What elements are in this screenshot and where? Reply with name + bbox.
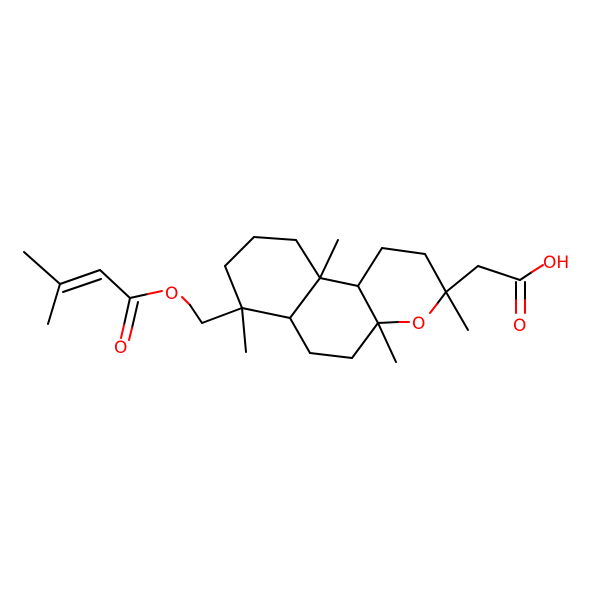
bond-vinyl-carbonyl (99, 269, 131, 299)
bond-acid-c-oh (519, 271, 533, 281)
bond-ring-a-1 (224, 265, 243, 309)
bond-ring-b-4 (357, 285, 379, 324)
bond-ring-a-3 (253, 236, 297, 241)
bond-methyl-c3 (445, 291, 469, 331)
bond-ring-a-4 (295, 239, 321, 279)
bond-carbonyl-double (131, 301, 139, 329)
bond-ring-b-1 (289, 317, 311, 354)
bond-ring-a-5 (289, 277, 321, 319)
bond-ring-b-3 (351, 322, 379, 359)
bond-ring-c-2 (381, 247, 426, 255)
bond-c3-ch2 (445, 265, 479, 293)
atom-label-ester-carbonyl-o: O (114, 338, 127, 358)
bond-methyl-c7 (241, 307, 247, 353)
bond-alkene (59, 269, 101, 285)
bond-acid-c-oh-red (531, 264, 544, 273)
methylbutenoyl-group (23, 251, 163, 341)
bond-ring-c-3 (424, 253, 447, 293)
bond-ring-b-2 (309, 352, 353, 359)
atom-label-ester-ether-o: O (165, 284, 178, 304)
ring-b (289, 239, 397, 363)
bond-carbonyl-c-o (123, 297, 131, 326)
bond-ring-c-4 (436, 291, 447, 305)
atom-label-ring-o: O (412, 314, 425, 334)
acetic-acid-group (445, 264, 544, 314)
bond-ring-a-2 (224, 236, 255, 267)
bond-methyl-c4a (377, 322, 397, 363)
bond-carbonyl-double-red (128, 327, 133, 341)
bond-methyl-top (23, 251, 61, 285)
bond-carbonyl-c-o-red (120, 324, 125, 339)
bond-carbonyl-ester-o-red (147, 290, 163, 295)
bond-ch2-acid-c (477, 265, 521, 281)
bond-ring-a-6 (241, 307, 291, 319)
ring-a (224, 236, 321, 353)
bond-ring-c-1 (357, 247, 383, 287)
atom-label-acid-oh: OH (543, 253, 569, 273)
bond-methyl-bottom (47, 283, 61, 325)
bond-ring-c-4-red (429, 303, 438, 314)
ring-c (357, 247, 469, 331)
bond-ring-c-5 (377, 321, 399, 324)
bond-carbonyl-ester-o (129, 293, 149, 299)
bond-alkene-second (62, 278, 102, 293)
bond-ester-o-ch2-red (181, 296, 191, 306)
bond-ester-o-ch2 (189, 304, 203, 324)
bond-methyl-c10 (319, 239, 339, 279)
atom-label-acid-carbonyl-o: O (513, 316, 526, 336)
bond-ch2-quaternary (201, 307, 243, 324)
bond-ring-b-5 (319, 277, 359, 287)
